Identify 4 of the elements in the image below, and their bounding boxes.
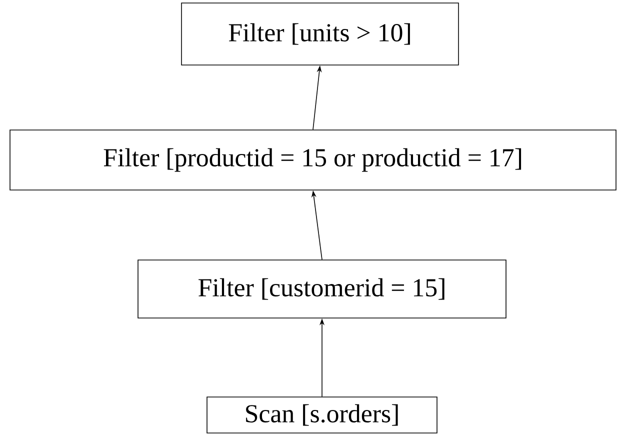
process-box: Filter [units > 10] bbox=[181, 2, 459, 66]
process-box: Filter [customerid = 15] bbox=[138, 260, 506, 318]
process-box: Scan [s.orders] bbox=[206, 396, 438, 434]
process-box: Filter [productid = 15 or productid = 17] bbox=[10, 130, 616, 190]
